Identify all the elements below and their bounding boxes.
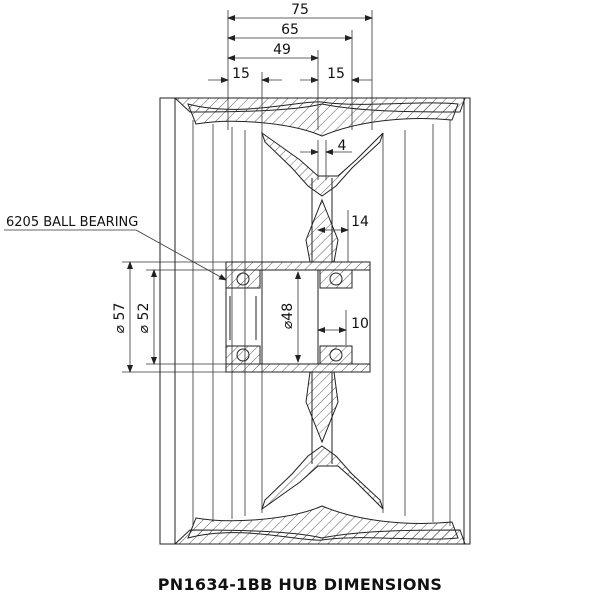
- dim-left-15: 15: [208, 66, 282, 135]
- dim-65-label: 65: [281, 22, 299, 38]
- dim-dia-52-label: ⌀ 52: [136, 303, 152, 334]
- dim-right-15: 15: [300, 66, 372, 83]
- dim-75-label: 75: [291, 2, 309, 18]
- dim-14-label: 14: [351, 214, 369, 230]
- dim-4-label: 4: [338, 138, 347, 154]
- dim-bearing-seat-10: 10: [317, 310, 369, 345]
- dim-width-49: 49: [227, 42, 319, 130]
- dim-width-65: 65: [227, 22, 353, 130]
- dim-dia-57-label: ⌀ 57: [112, 303, 128, 334]
- top-rim-lower: [187, 101, 459, 137]
- dim-49-label: 49: [273, 42, 291, 58]
- upper-web-rib: [305, 198, 339, 263]
- dim-right-15-label: 15: [327, 66, 345, 82]
- ball-bearing-left: [225, 269, 261, 365]
- drawing-caption: PN1634-1BB HUB DIMENSIONS: [157, 575, 443, 594]
- bottom-rim-upper: [187, 505, 459, 541]
- hub-outline: [159, 97, 471, 545]
- dim-dia-52: ⌀ 52: [136, 269, 226, 365]
- lower-web: [261, 445, 384, 511]
- dim-10-label: 10: [351, 316, 369, 332]
- dim-dia-48-label: ⌀48: [280, 303, 296, 329]
- dim-web-14: 14: [317, 210, 369, 262]
- dim-left-15-label: 15: [232, 66, 250, 82]
- lower-web-rib: [305, 371, 339, 444]
- bearing-callout-label: 6205 BALL BEARING: [6, 215, 138, 230]
- dim-dia-57: ⌀ 57: [112, 261, 226, 373]
- bearing-callout: 6205 BALL BEARING: [4, 215, 227, 281]
- ball-bearing-right: [319, 269, 353, 365]
- bore-housing: [225, 261, 371, 373]
- upper-web: [261, 131, 384, 197]
- dim-web-4: 4: [300, 138, 352, 180]
- dim-dia-48: ⌀48: [280, 271, 301, 363]
- dim-overall-width: 75: [227, 2, 373, 130]
